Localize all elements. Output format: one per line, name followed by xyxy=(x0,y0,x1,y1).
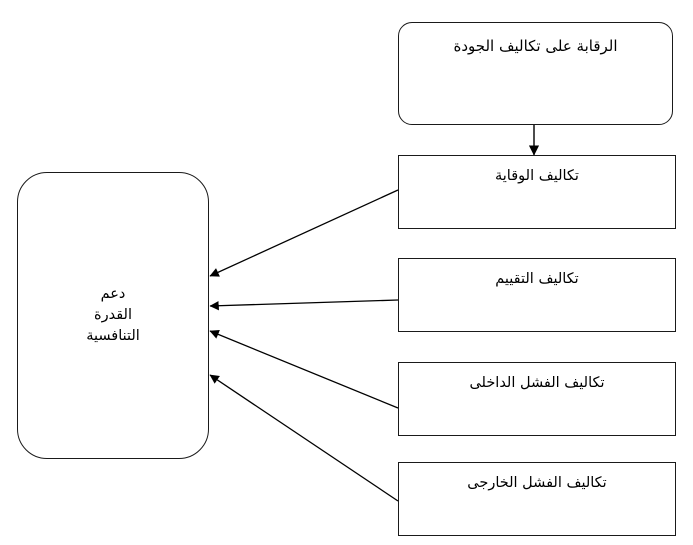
connector-internal-to-outcome xyxy=(209,330,399,409)
connector-external-to-outcome xyxy=(209,374,399,502)
node-internal-failure-costs-label: تكاليف الفشل الداخلى xyxy=(469,375,605,391)
node-quality-cost-control: الرقابة على تكاليف الجودة xyxy=(398,22,673,125)
node-prevention-costs: تكاليف الوقاية xyxy=(398,155,676,229)
connector-appraisal-to-outcome xyxy=(209,299,399,311)
node-outcome-text: دعم القدرة التنافسية xyxy=(86,284,140,347)
node-internal-failure-costs: تكاليف الفشل الداخلى xyxy=(398,362,676,436)
node-prevention-costs-label: تكاليف الوقاية xyxy=(495,168,579,184)
node-appraisal-costs-label: تكاليف التقييم xyxy=(495,271,579,287)
node-external-failure-costs-label: تكاليف الفشل الخارجى xyxy=(467,475,607,491)
node-appraisal-costs: تكاليف التقييم xyxy=(398,258,676,332)
node-external-failure-costs: تكاليف الفشل الخارجى xyxy=(398,462,676,536)
node-outcome-line-3: التنافسية xyxy=(86,328,140,344)
connector-prevention-to-outcome xyxy=(209,189,399,277)
node-outcome: دعم القدرة التنافسية xyxy=(17,172,209,459)
node-outcome-line-1: دعم xyxy=(100,285,126,302)
node-quality-cost-control-label: الرقابة على تكاليف الجودة xyxy=(453,37,618,55)
node-outcome-line-2: القدرة xyxy=(94,306,133,323)
